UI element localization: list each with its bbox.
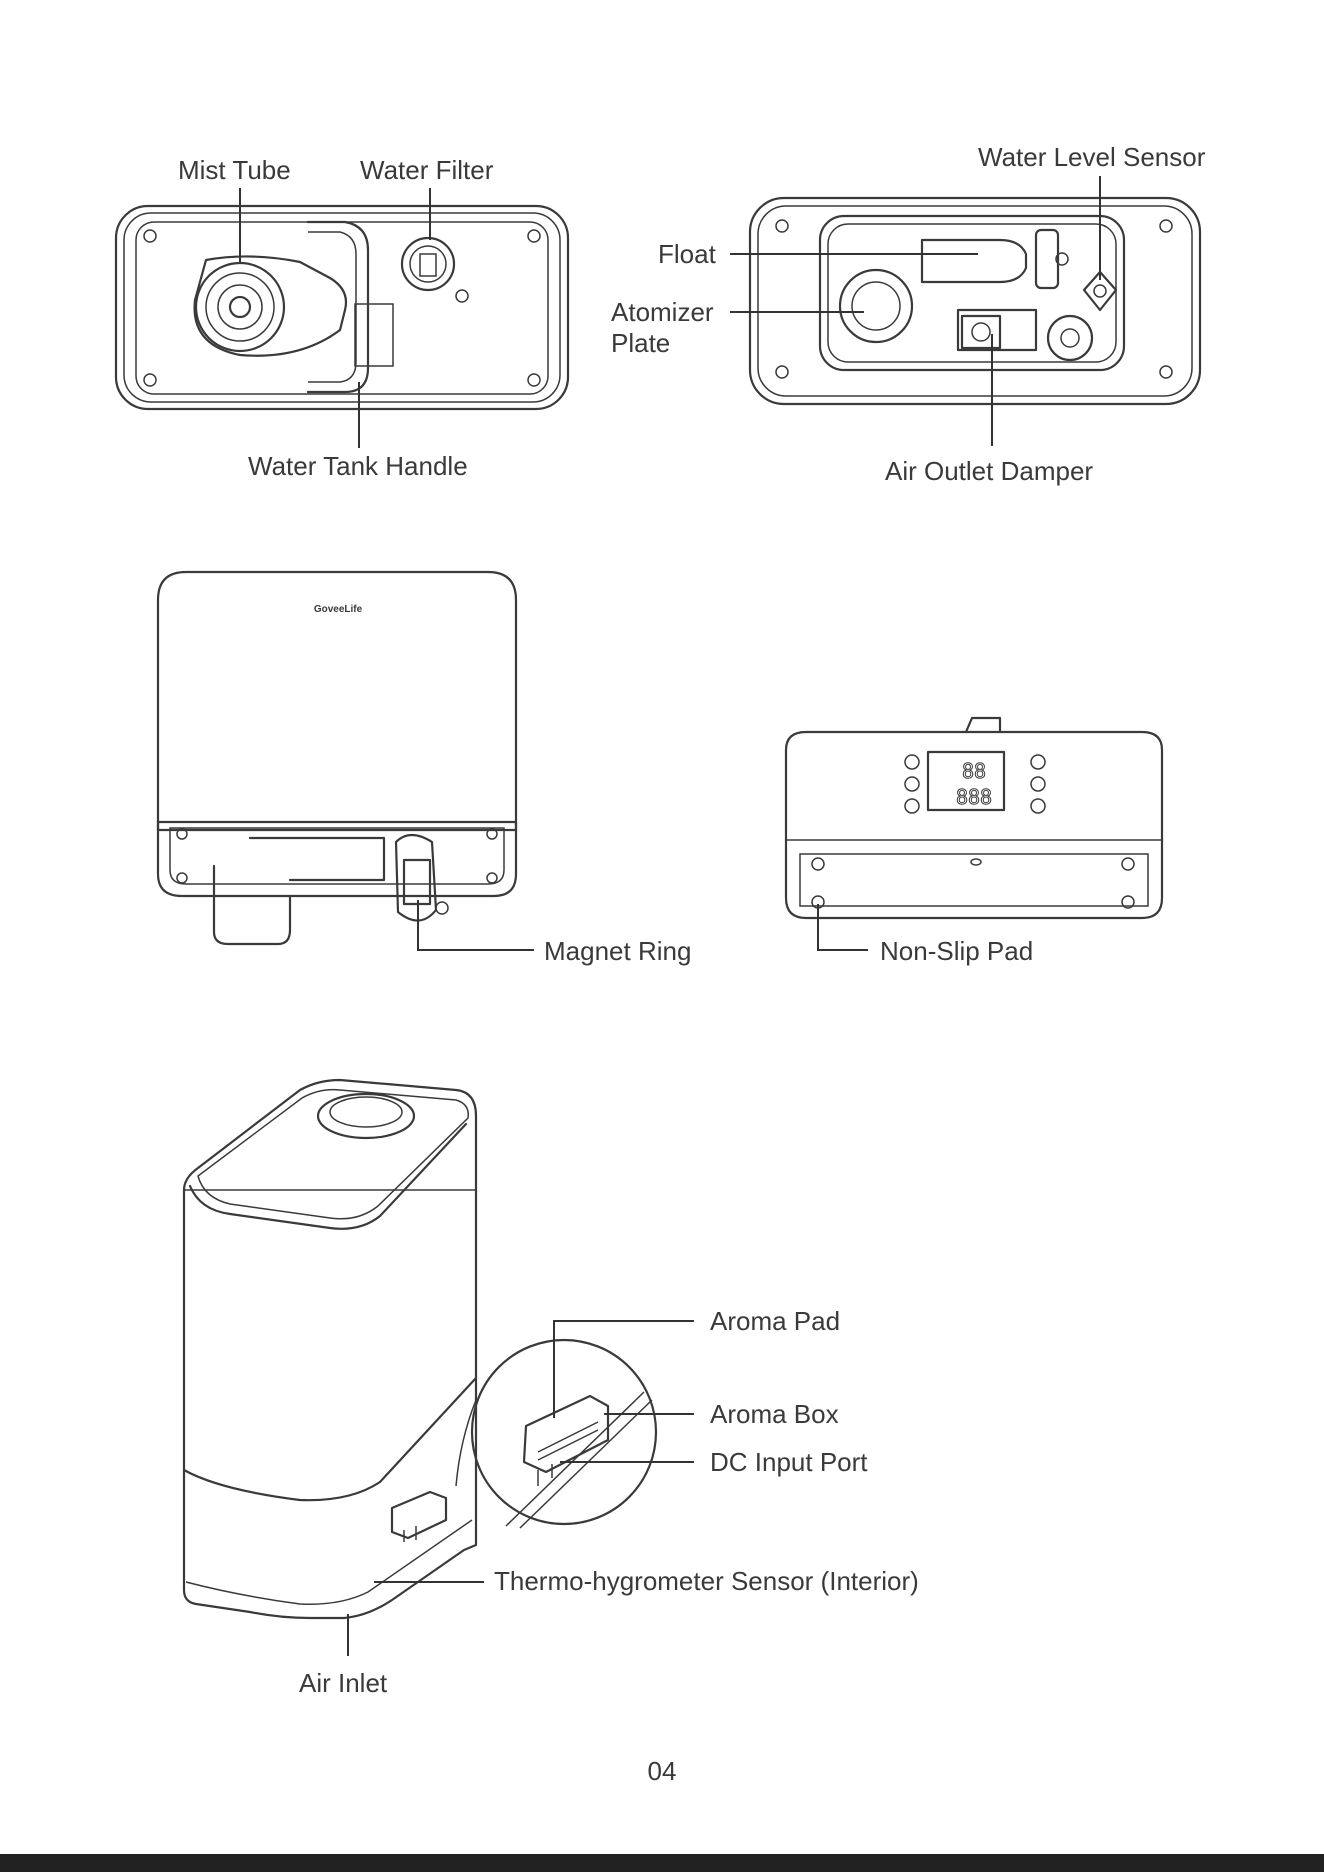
non-slip-pad-leader	[818, 904, 868, 950]
label-aroma-pad: Aroma Pad	[710, 1306, 840, 1336]
label-non-slip-pad: Non-Slip Pad	[880, 936, 1033, 966]
display-digits-bottom: 888	[956, 785, 992, 809]
bottom-bar	[0, 1854, 1324, 1872]
label-thermo-hygrometer-sensor: Thermo-hygrometer Sensor (Interior)	[494, 1566, 919, 1596]
brand-logo: GoveeLife	[314, 604, 363, 615]
zoom-callout	[472, 1340, 656, 1524]
page-number: 04	[0, 1756, 1324, 1787]
label-aroma-box: Aroma Box	[710, 1399, 839, 1429]
label-dc-input-port: DC Input Port	[710, 1447, 868, 1477]
display-digits-top: 88	[962, 759, 986, 783]
water-tank-side-view	[158, 572, 516, 944]
water-tank-bottom-view	[116, 206, 568, 409]
label-water-tank-handle: Water Tank Handle	[248, 451, 468, 481]
label-magnet-ring: Magnet Ring	[544, 936, 691, 966]
base-top-view	[750, 198, 1200, 404]
label-water-filter: Water Filter	[360, 155, 493, 185]
full-unit-perspective-view	[184, 1080, 656, 1618]
label-mist-tube: Mist Tube	[178, 155, 291, 185]
label-air-inlet: Air Inlet	[299, 1668, 387, 1698]
label-water-level-sensor: Water Level Sensor	[978, 142, 1205, 172]
label-float: Float	[658, 239, 716, 269]
base-front-view: 88 888 GoveeLife	[314, 604, 1162, 918]
label-atomizer-plate-line1: Atomizer	[611, 297, 714, 327]
label-atomizer-plate-line2: Plate	[611, 328, 670, 358]
label-air-outlet-damper: Air Outlet Damper	[885, 456, 1093, 486]
